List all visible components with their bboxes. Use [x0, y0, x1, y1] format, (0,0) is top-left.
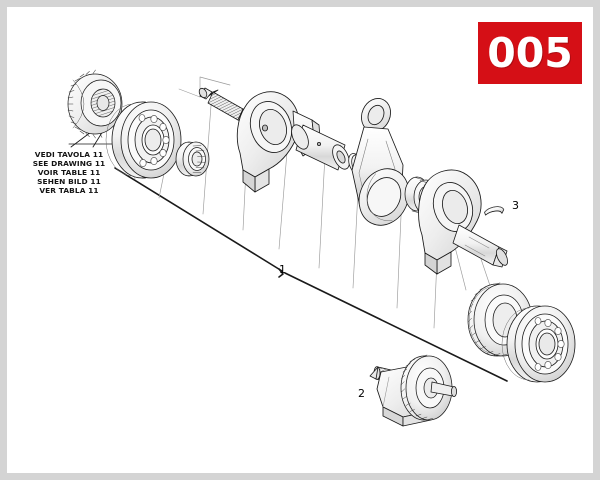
xref-line-italian: VEDI TAVOLA 11 — [34, 150, 104, 159]
crank-pin — [291, 124, 350, 171]
output-shaft — [452, 224, 508, 268]
roller-bearing-small — [175, 141, 210, 177]
xref-line-spanish: VER TABLA 11 — [39, 186, 99, 196]
callout-number-1: 1 — [279, 263, 286, 276]
callout-number-2: 2 — [358, 387, 365, 400]
plate-number-badge: 005 — [478, 22, 582, 84]
xref-line-german: SEHEN BILD 11 — [37, 177, 101, 187]
exploded-view-drawing — [67, 69, 576, 427]
cross-reference-note: VEDI TAVOLA 11 SEE DRAWING 11 VOIR TABLE… — [23, 150, 115, 195]
plate-number-text: 005 — [487, 28, 573, 77]
connecting-rod — [351, 98, 410, 226]
woodruff-key — [484, 206, 505, 216]
xref-leader-lines — [68, 130, 120, 148]
drawing-sheet: 005 VEDI TAVOLA 11 SEE DRAWING 11 VOIR T… — [7, 7, 593, 473]
crank-web-right — [418, 169, 508, 275]
timing-gear — [67, 69, 123, 139]
xref-line-english: SEE DRAWING 11 — [32, 159, 106, 169]
main-ball-bearing-right — [501, 305, 576, 383]
balancer-gear — [400, 354, 457, 421]
bracket-line-main — [114, 167, 508, 382]
main-ball-bearing-left — [105, 101, 182, 179]
balancer-shaft-assembly — [369, 354, 457, 427]
callout-number-3: 3 — [512, 199, 519, 212]
xref-line-french: VOIR TABLE 11 — [37, 168, 101, 178]
